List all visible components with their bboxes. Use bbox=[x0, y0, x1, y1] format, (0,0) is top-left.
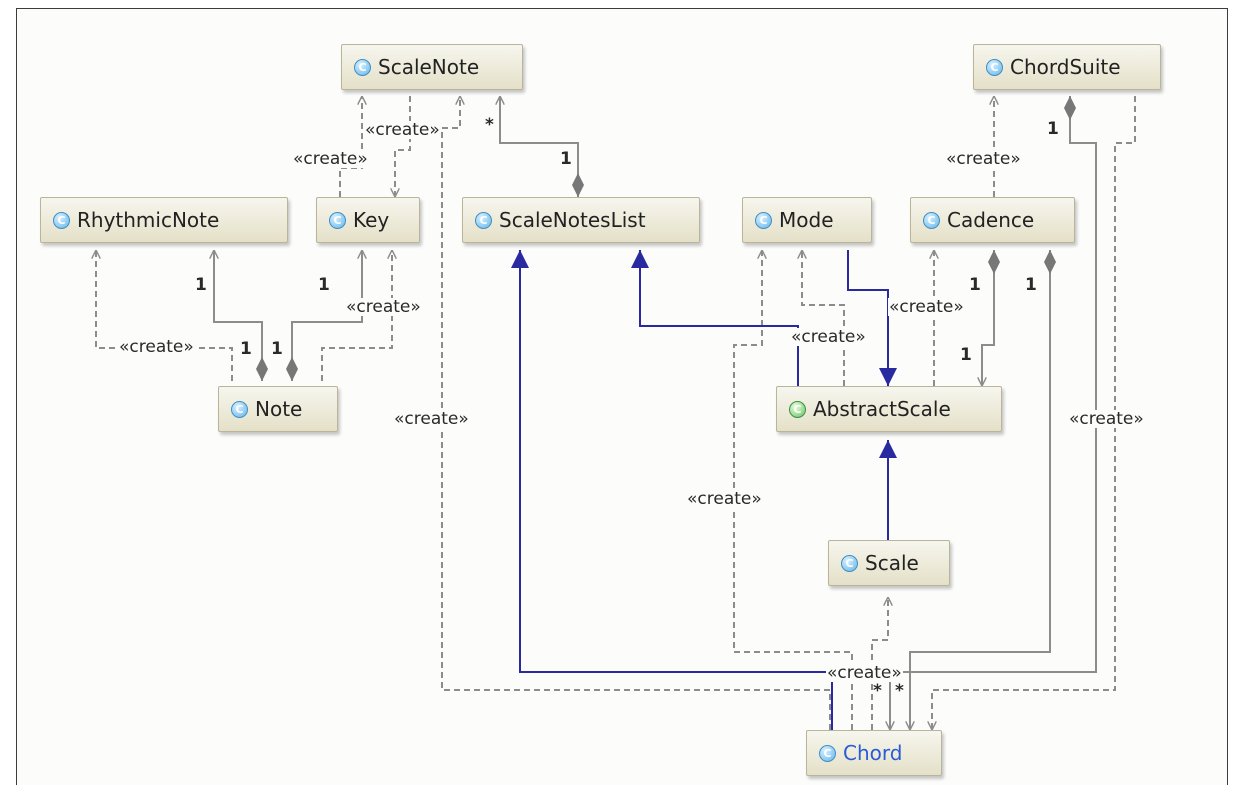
class-icon: C bbox=[986, 58, 1003, 76]
class-icon: C bbox=[354, 58, 371, 76]
multiplicity-label: 1 bbox=[1047, 119, 1059, 139]
class-icon: C bbox=[53, 211, 70, 229]
create-label: «create» bbox=[292, 149, 369, 169]
create-label: «create» bbox=[686, 489, 763, 509]
create-label: «create» bbox=[826, 663, 903, 683]
multiplicity-label: 1 bbox=[1025, 275, 1037, 295]
class-note[interactable]: C Note bbox=[218, 386, 338, 432]
class-name: Mode bbox=[779, 208, 834, 232]
class-scale[interactable]: C Scale bbox=[828, 540, 950, 586]
class-chordsuite[interactable]: C ChordSuite bbox=[973, 44, 1161, 90]
class-name: Chord bbox=[843, 741, 903, 765]
create-label: «create» bbox=[790, 327, 867, 347]
create-label: «create» bbox=[118, 337, 195, 357]
create-label: «create» bbox=[393, 409, 470, 429]
class-name: AbstractScale bbox=[813, 397, 951, 421]
class-abstractscale[interactable]: C AbstractScale bbox=[776, 386, 1002, 432]
class-name: RhythmicNote bbox=[77, 208, 220, 232]
multiplicity-label: * bbox=[895, 681, 904, 701]
class-cadence[interactable]: C Cadence bbox=[910, 197, 1075, 243]
create-label: «create» bbox=[1068, 409, 1145, 429]
class-icon: C bbox=[923, 211, 940, 229]
create-label: «create» bbox=[364, 120, 441, 140]
class-icon: C bbox=[231, 400, 248, 418]
multiplicity-label: 1 bbox=[969, 275, 981, 295]
multiplicity-label: 1 bbox=[195, 275, 207, 295]
class-icon: C bbox=[475, 211, 492, 229]
class-name: Key bbox=[353, 208, 390, 232]
multiplicity-label: * bbox=[485, 115, 494, 135]
class-name: ScaleNotesList bbox=[499, 208, 646, 232]
class-scalenoteslist[interactable]: C ScaleNotesList bbox=[462, 197, 700, 243]
class-chord[interactable]: C Chord bbox=[806, 730, 942, 776]
class-name: ScaleNote bbox=[378, 55, 480, 79]
class-name: Note bbox=[255, 397, 303, 421]
class-icon: C bbox=[755, 211, 772, 229]
class-key[interactable]: C Key bbox=[316, 197, 420, 243]
class-name: Cadence bbox=[947, 208, 1035, 232]
class-name: ChordSuite bbox=[1010, 55, 1121, 79]
multiplicity-label: 1 bbox=[240, 339, 252, 359]
multiplicity-label: 1 bbox=[271, 339, 283, 359]
class-rhythmicnote[interactable]: C RhythmicNote bbox=[40, 197, 288, 243]
class-name: Scale bbox=[865, 551, 919, 575]
create-label: «create» bbox=[345, 297, 422, 317]
create-label: «create» bbox=[888, 297, 965, 317]
multiplicity-label: * bbox=[873, 681, 882, 701]
multiplicity-label: 1 bbox=[960, 345, 972, 365]
multiplicity-label: 1 bbox=[318, 275, 330, 295]
class-mode[interactable]: C Mode bbox=[742, 197, 872, 243]
class-icon: C bbox=[819, 744, 836, 762]
create-label: «create» bbox=[945, 149, 1022, 169]
class-scalenote[interactable]: C ScaleNote bbox=[341, 44, 523, 90]
multiplicity-label: 1 bbox=[560, 149, 572, 169]
abstract-class-icon: C bbox=[789, 400, 806, 418]
class-icon: C bbox=[329, 211, 346, 229]
class-icon: C bbox=[841, 554, 858, 572]
